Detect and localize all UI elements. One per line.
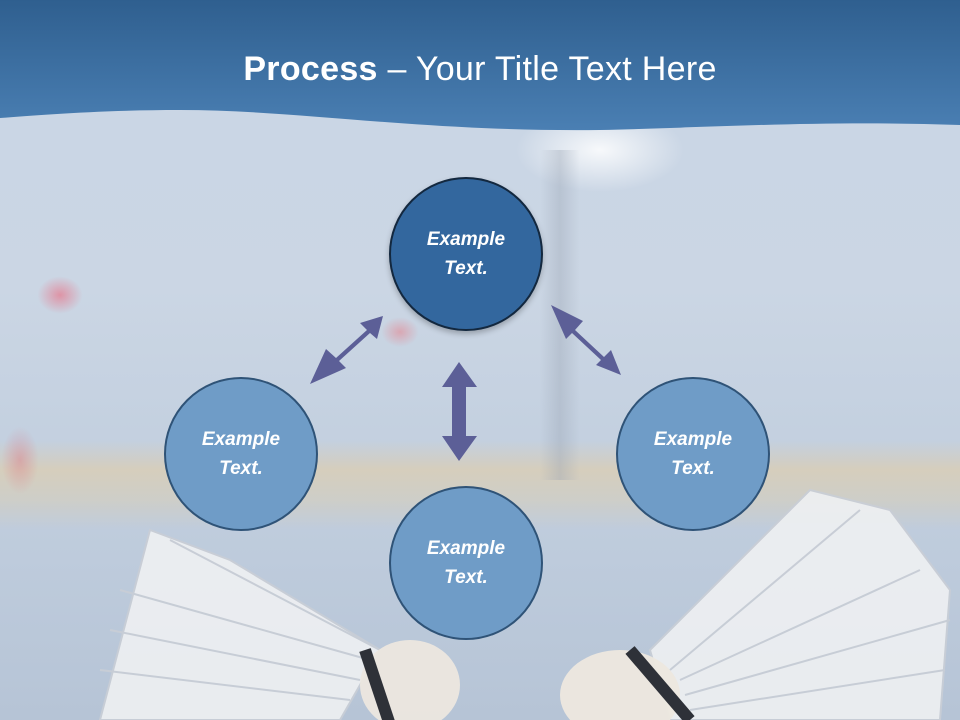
process-node-left: Example Text. xyxy=(164,377,318,531)
shuttlecock-right-image xyxy=(560,488,952,720)
process-node-bottom: Example Text. xyxy=(389,486,543,640)
double-arrow-top-left xyxy=(310,316,383,384)
header-banner xyxy=(0,0,960,131)
slide-title: Process – Your Title Text Here xyxy=(0,50,960,89)
process-node-top: Example Text. xyxy=(389,177,543,331)
process-node-bottom-text: Example Text. xyxy=(426,538,506,588)
process-node-left-text: Example Text. xyxy=(201,429,281,479)
double-arrow-top-bottom xyxy=(442,362,477,461)
slide-title-rest: – Your Title Text Here xyxy=(377,50,717,88)
process-node-right-text: Example Text. xyxy=(653,429,733,479)
double-arrow-top-right xyxy=(551,305,621,375)
process-node-right: Example Text. xyxy=(616,377,770,531)
shuttlecock-left-image xyxy=(98,528,460,720)
process-node-top-text: Example Text. xyxy=(426,229,506,279)
slide-title-bold: Process xyxy=(243,50,378,88)
